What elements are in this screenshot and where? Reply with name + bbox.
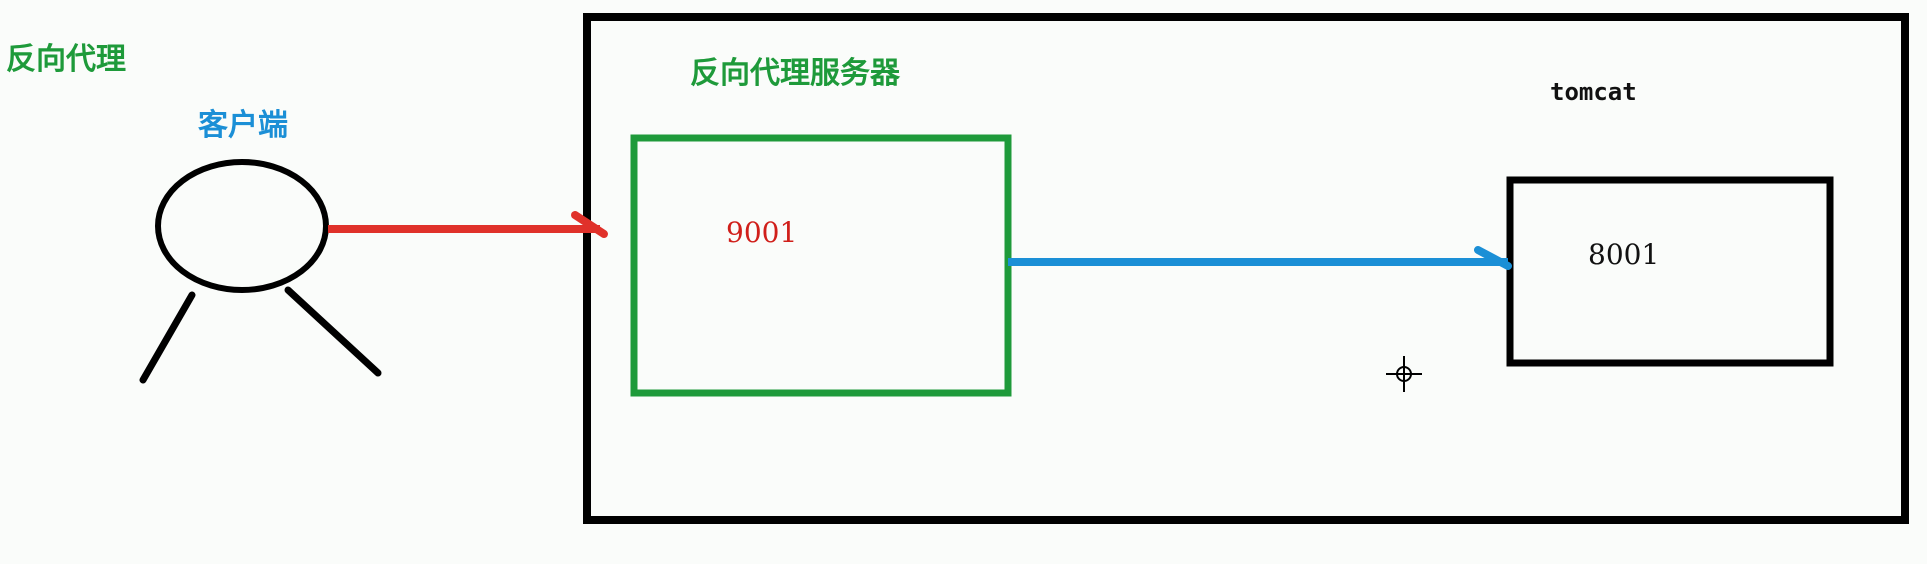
client-head	[155, 159, 329, 293]
tomcat-port-label: 8001	[1588, 238, 1660, 271]
client-label: 客户端	[198, 108, 288, 143]
client-left-leg	[139, 291, 196, 384]
server-box	[583, 13, 1909, 524]
tomcat-box	[1506, 176, 1834, 367]
red-arrow-head	[571, 211, 608, 238]
proxy-server-label: 反向代理服务器	[690, 56, 900, 91]
client-right-leg	[284, 286, 382, 377]
blue-arrow-head	[1474, 246, 1512, 270]
proxy-port-label: 9001	[726, 216, 798, 249]
diagram-title: 反向代理	[6, 42, 126, 77]
crosshair-cursor-icon	[1386, 356, 1422, 392]
tomcat-label: tomcat	[1550, 78, 1637, 106]
proxy-box	[630, 134, 1012, 397]
